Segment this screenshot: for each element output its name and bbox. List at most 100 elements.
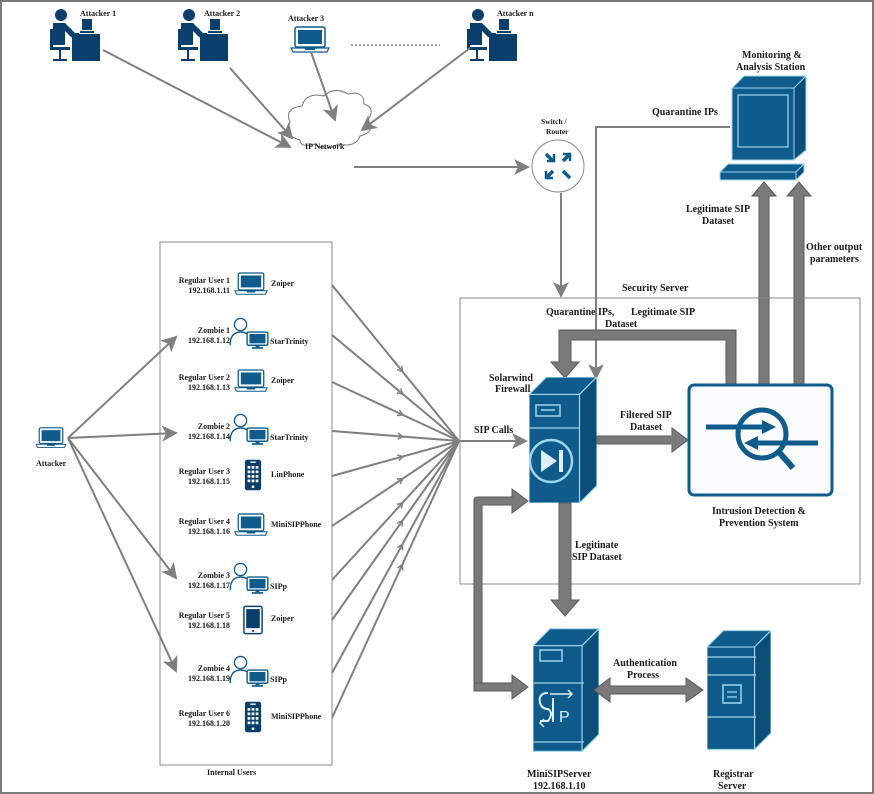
- flow-chevron: [396, 388, 404, 395]
- other-output-label-line1: Other output: [806, 242, 863, 253]
- phone-icon: [244, 459, 262, 491]
- auth-label-line1: Authentication: [613, 658, 677, 669]
- attacker-3-label: Attacker 3: [288, 14, 324, 23]
- user-to-firewall-line: [331, 381, 460, 442]
- attacker-to-zombie-arrow: [67, 437, 178, 580]
- attacker-n-label: Attacker n: [497, 9, 534, 18]
- router-label-line1: Switch /: [541, 117, 568, 126]
- monitoring-computer-icon: [718, 74, 808, 182]
- arrow-other-to-monitor: [785, 181, 813, 385]
- user-name: Regular User 5: [179, 611, 230, 620]
- minisip-server-icon: P: [533, 628, 599, 752]
- arrow-quarantine-to-firewall: [588, 126, 730, 380]
- user-to-firewall-line: [331, 440, 460, 581]
- firewall-label-line2: Firewall: [495, 384, 531, 395]
- user-ip: 192.168.1.15: [188, 477, 230, 486]
- attacker-to-zombie-arrow: [67, 437, 178, 673]
- legit-sip-label-line1: Legitimate SIP: [686, 204, 750, 215]
- user-ip: 192.168.1.18: [188, 621, 230, 630]
- solarwind-firewall-icon: [528, 377, 597, 503]
- legit-down-label-line1: Legitinate: [575, 540, 619, 551]
- router-arrows-icon: [544, 152, 572, 180]
- user-to-firewall-line: [331, 440, 460, 477]
- ip-network-cloud: [287, 90, 372, 149]
- registrar-label-line1: Registrar: [713, 769, 754, 780]
- user-name: Zombie 2: [198, 422, 230, 431]
- user-app: StarTrinity: [270, 337, 309, 346]
- attacker-to-zombie-arrows: [67, 335, 178, 673]
- flow-chevron: [397, 432, 405, 440]
- flow-chevron: [396, 365, 404, 373]
- user-app: LinPhone: [271, 470, 305, 479]
- minisip-label-line2: 192.168.1.10: [533, 781, 586, 792]
- users-to-firewall-arrows: [331, 284, 460, 719]
- svg-text:P: P: [559, 709, 570, 726]
- user-ip: 192.168.1.13: [188, 383, 230, 392]
- attacker-1-label: Attacker 1: [80, 9, 116, 18]
- user-ip: 192.168.1.17: [188, 581, 230, 590]
- user-name: Zombie 3: [198, 571, 230, 580]
- user-to-firewall-line: [331, 334, 460, 442]
- user-name: Zombie 4: [198, 664, 230, 673]
- user-name: Regular User 3: [179, 467, 230, 476]
- arrow-attackern-cloud: [360, 47, 471, 132]
- arrow-legit-to-monitor: [750, 181, 778, 385]
- idps-label-line1: Intrusion Detection &: [712, 506, 806, 517]
- user-to-firewall-line: [331, 440, 460, 527]
- registrar-label-line2: Server: [718, 781, 747, 792]
- user-to-firewall-line: [331, 440, 460, 621]
- user-app: MiniSIPPhone: [271, 520, 322, 529]
- user-name: Regular User 2: [179, 373, 230, 382]
- idps-label-line2: Prevention System: [719, 518, 799, 529]
- user-ip: 192.168.1.11: [188, 286, 230, 295]
- flow-chevron: [396, 543, 404, 551]
- user-ip: 192.168.1.20: [188, 719, 230, 728]
- arrow-firewall-to-idps: [596, 427, 689, 453]
- filtered-sip-label-line2: Dataset: [630, 422, 663, 433]
- legit-down-label-line2: SIP Dataset: [572, 552, 622, 563]
- laptop-icon: [234, 272, 268, 295]
- legit-sip-label-line2: Dataset: [702, 216, 735, 227]
- user-app: SIPp: [270, 675, 287, 684]
- arrow-idps-feedback-to-firewall: [549, 329, 737, 385]
- router-label-line2: Router: [546, 127, 569, 136]
- registrar-server-icon: [707, 629, 771, 751]
- idps-inspect-icon: [706, 407, 818, 470]
- user-ip: 192.168.1.12: [188, 336, 230, 345]
- internal-users-label: Internal Users: [207, 768, 256, 777]
- flow-chevron: [396, 409, 405, 417]
- arrow-loop-into-minisip: [473, 674, 529, 700]
- other-output-label-line2: parameters: [810, 254, 859, 265]
- user-ip: 192.168.1.16: [188, 527, 230, 536]
- user-name: Regular User 1: [179, 276, 230, 285]
- flow-chevron: [396, 454, 405, 462]
- internal-attacker-label: Attacker: [36, 459, 67, 468]
- internal-users-box: [159, 241, 333, 766]
- filtered-sip-label-line1: Filtered SIP: [620, 410, 672, 421]
- arrow-attacker1-cloud: [102, 49, 292, 148]
- minisip-label-line1: MiniSIPServer: [527, 769, 592, 780]
- user-app: Zoiper: [271, 279, 295, 288]
- feedback-label-a: Quarantine IPs,: [546, 307, 615, 318]
- ip-network-label: IP Network: [305, 142, 345, 151]
- user-app: MiniSIPPhone: [271, 712, 322, 721]
- flow-chevron: [397, 563, 404, 571]
- monitoring-title-line1: Monitoring &: [742, 50, 802, 61]
- feedback-label-c: Dataset: [605, 319, 638, 330]
- arrow-authentication: [593, 677, 704, 703]
- arrow-firewall-to-minisip: [549, 502, 581, 617]
- tablet-icon: [243, 605, 263, 635]
- quarantine-ips-label: Quarantine IPs: [652, 107, 718, 118]
- user-to-firewall-line: [331, 440, 460, 674]
- attacker-to-zombie-arrow: [67, 335, 178, 439]
